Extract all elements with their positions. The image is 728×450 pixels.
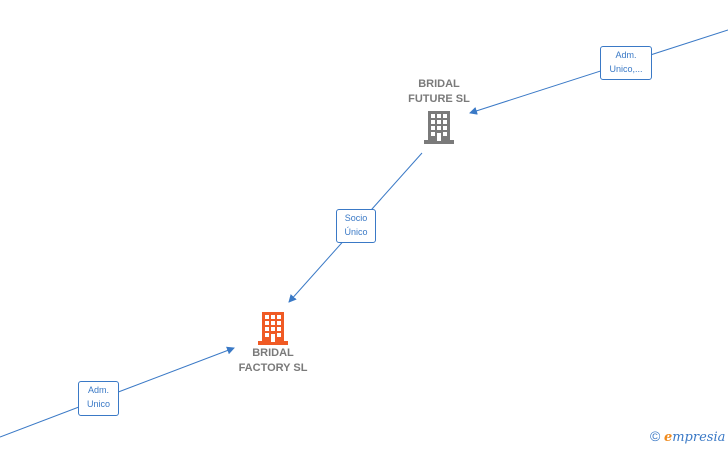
node-name-line2: FACTORY SL [238,362,308,374]
building-icon [258,312,288,345]
node-bridal-factory[interactable]: BRIDAL FACTORY SL [223,310,323,376]
node-name-line1: BRIDAL [252,347,294,359]
edge-label-line2: Unico [86,399,110,409]
edge-label-line1: Socio [344,213,368,223]
edge-label-line1: Adm. [87,385,109,395]
node-name-line1: BRIDAL [418,78,460,90]
edge-label-line1: Adm. [615,50,637,60]
logo-initial: e [663,430,673,445]
building-icon [424,111,454,144]
edge-top-right [469,29,728,115]
copyright-symbol: © [650,428,661,444]
logo-text: mpresia [672,430,726,445]
edge-label-top-right[interactable]: Adm. Unico,... [600,46,652,80]
node-bridal-future[interactable]: BRIDAL FUTURE SL [389,77,489,145]
edge-label-middle[interactable]: Socio Único [336,209,376,243]
edge-label-bottom-left[interactable]: Adm. Unico [78,381,119,416]
node-name-line2: FUTURE SL [408,93,470,105]
edge-label-line2: Unico,... [609,64,643,74]
brand-logo: © empresia [650,428,725,445]
edge-label-line2: Único [344,227,368,237]
